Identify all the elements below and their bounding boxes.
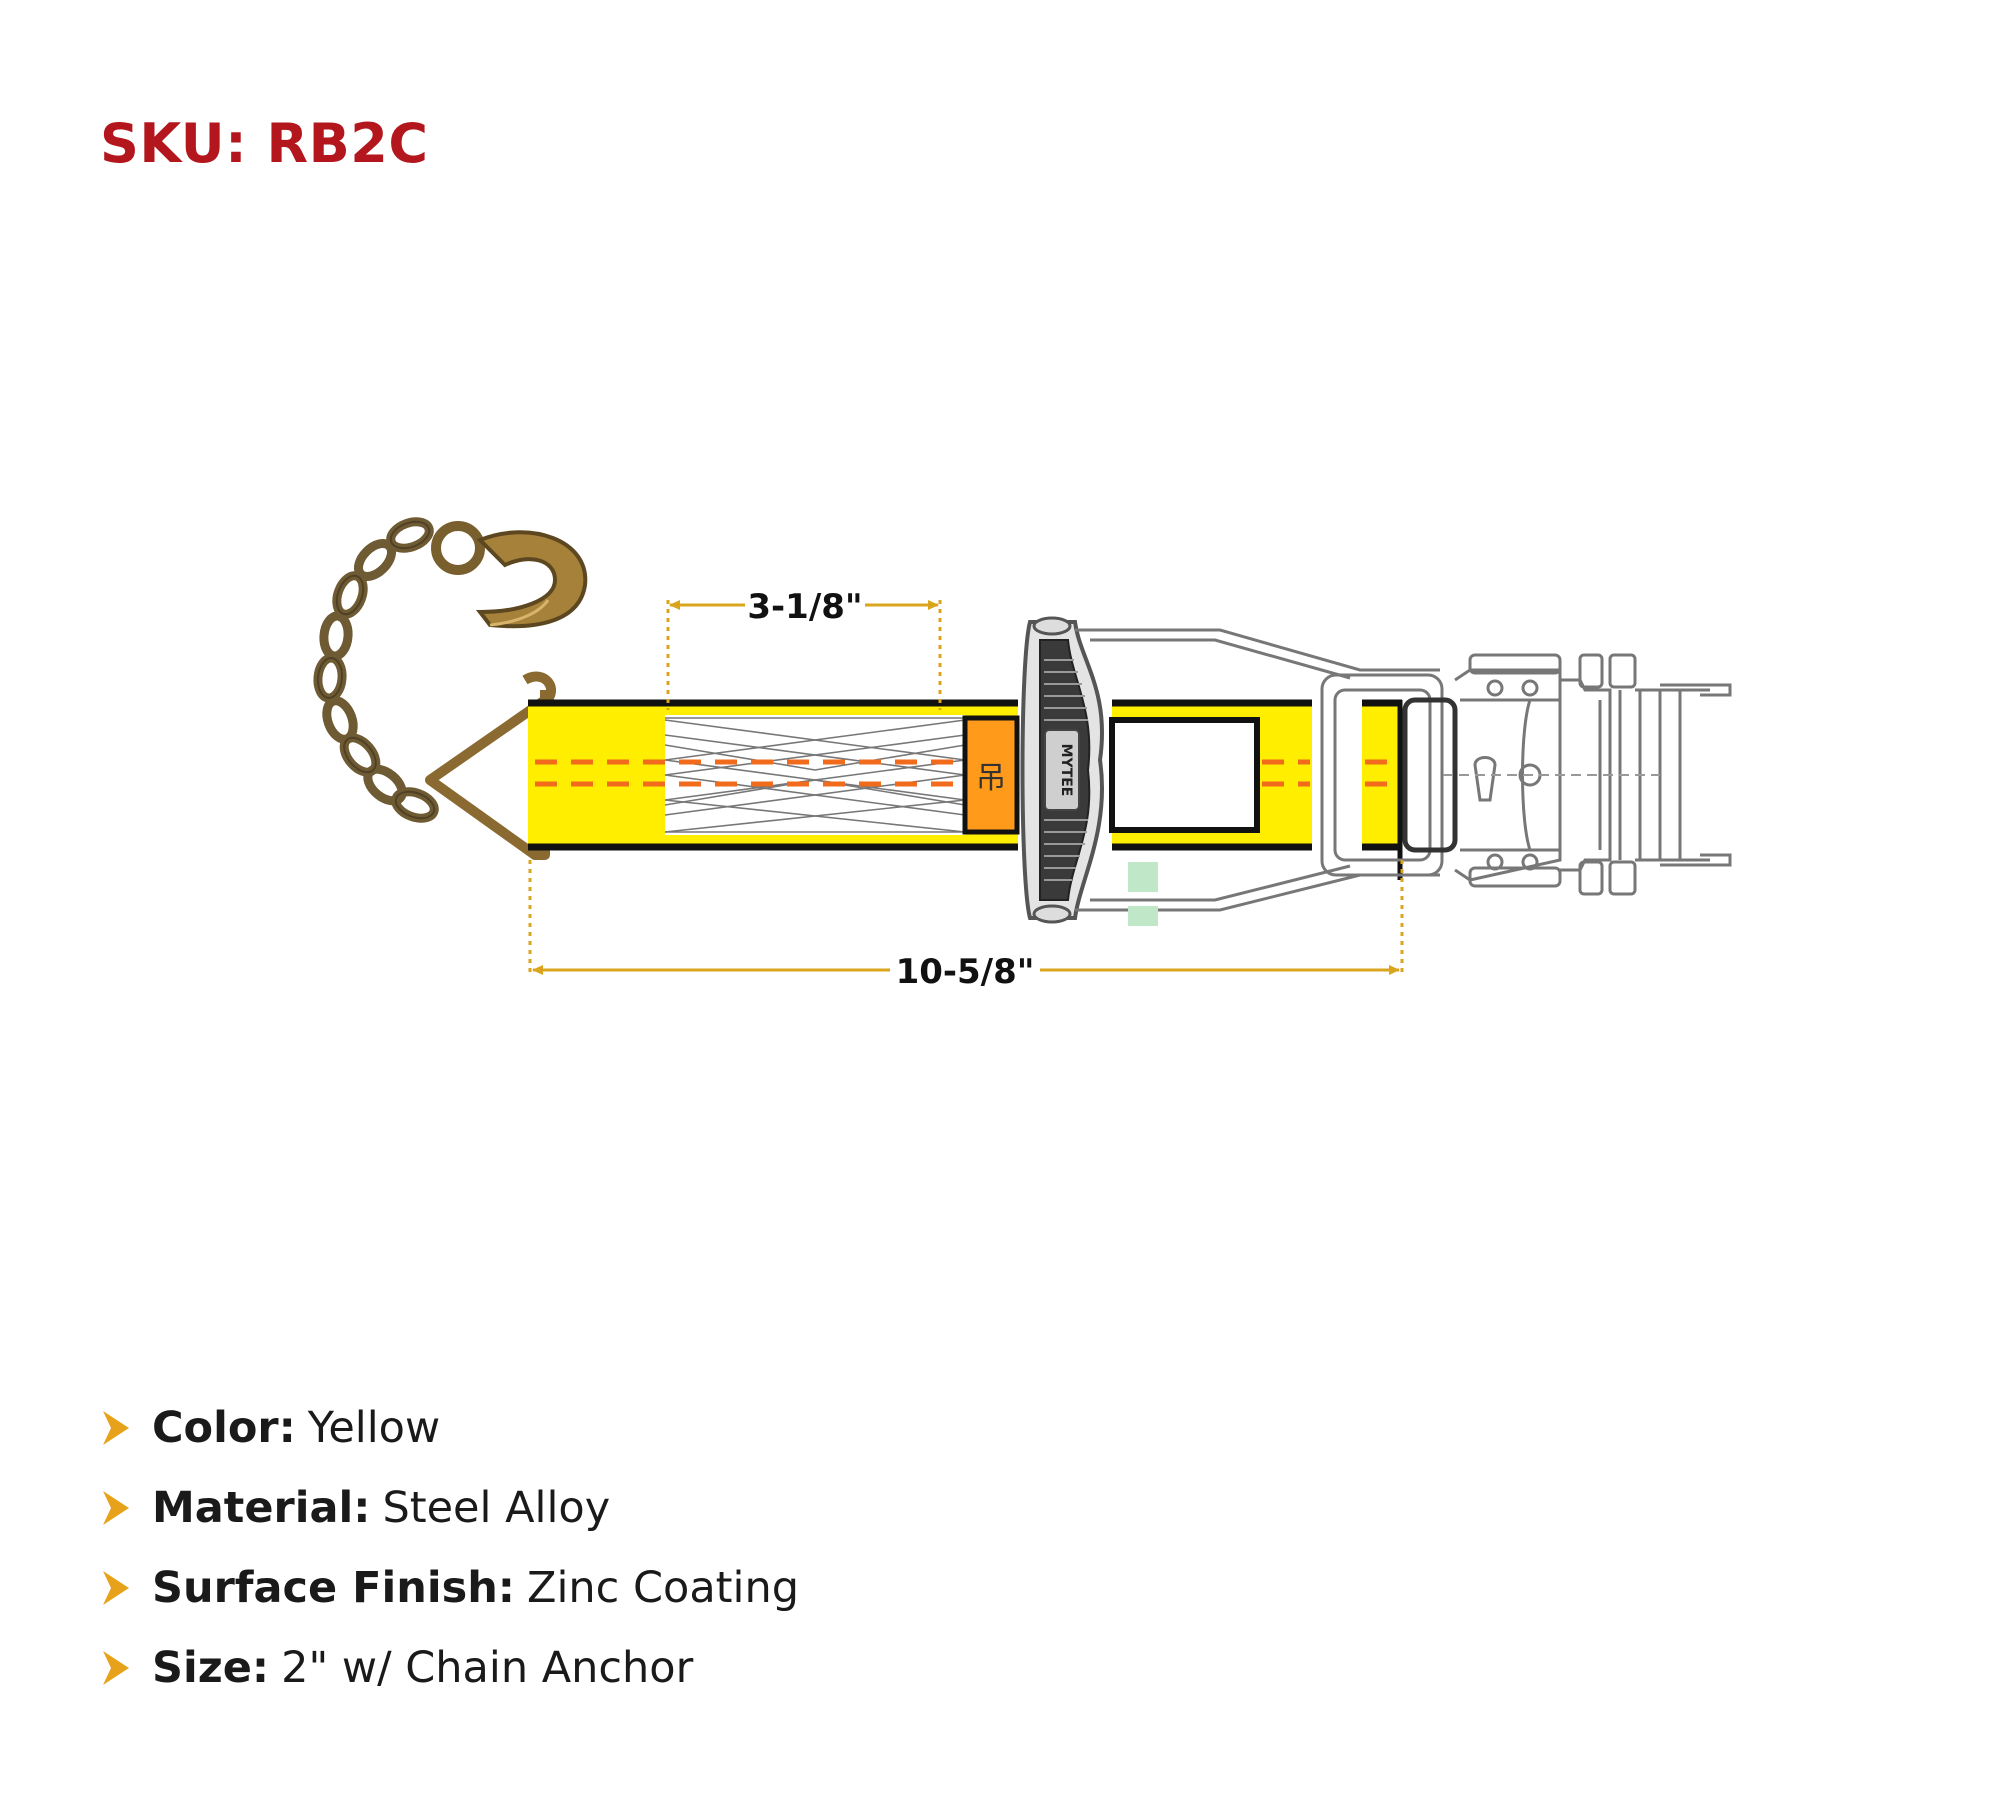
grab-hook <box>431 521 588 629</box>
spec-label: Surface Finish: <box>152 1563 516 1613</box>
dimension-label-long: 10-5/8" <box>896 952 1035 992</box>
spec-value: Yellow <box>307 1403 441 1453</box>
label-tag: 吊 <box>962 715 1020 835</box>
spec-item-color: Color: Yellow <box>100 1388 799 1468</box>
spec-item-surface-finish: Surface Finish: Zinc Coating <box>100 1548 799 1628</box>
chevron-right-icon <box>103 1651 129 1685</box>
spec-value: Zinc Coating <box>527 1563 800 1613</box>
chevron-right-icon <box>103 1571 129 1605</box>
spec-value: 2" w/ Chain Anchor <box>281 1643 694 1693</box>
ratchet-handle: MYTEE <box>1020 616 1105 924</box>
spec-label: Size: <box>152 1643 270 1693</box>
stitch-lines <box>535 759 1398 787</box>
spec-label: Color: <box>152 1403 296 1453</box>
spec-item-size: Size: 2" w/ Chain Anchor <box>100 1628 799 1708</box>
sku-title: SKU: RB2C <box>100 112 429 175</box>
chain <box>313 517 439 823</box>
dimension-3-1-8: 3-1/8" <box>666 587 942 710</box>
label-tag-glyph: 吊 <box>976 761 1006 796</box>
chevron-right-icon <box>103 1491 129 1525</box>
spec-list: Color: Yellow Material: Steel Alloy Surf… <box>100 1388 799 1708</box>
chevron-right-icon <box>103 1411 129 1445</box>
spec-label: Material: <box>152 1483 371 1533</box>
buckle-brand: MYTEE <box>1058 744 1074 797</box>
spec-value: Steel Alloy <box>382 1483 611 1533</box>
dimension-label-short: 3-1/8" <box>747 587 862 627</box>
green-tab <box>1128 862 1158 926</box>
spec-item-material: Material: Steel Alloy <box>100 1468 799 1548</box>
ratchet-frame <box>1075 628 1732 912</box>
dimension-10-5-8: 10-5/8" <box>528 860 1404 992</box>
stitch-box <box>664 715 966 835</box>
